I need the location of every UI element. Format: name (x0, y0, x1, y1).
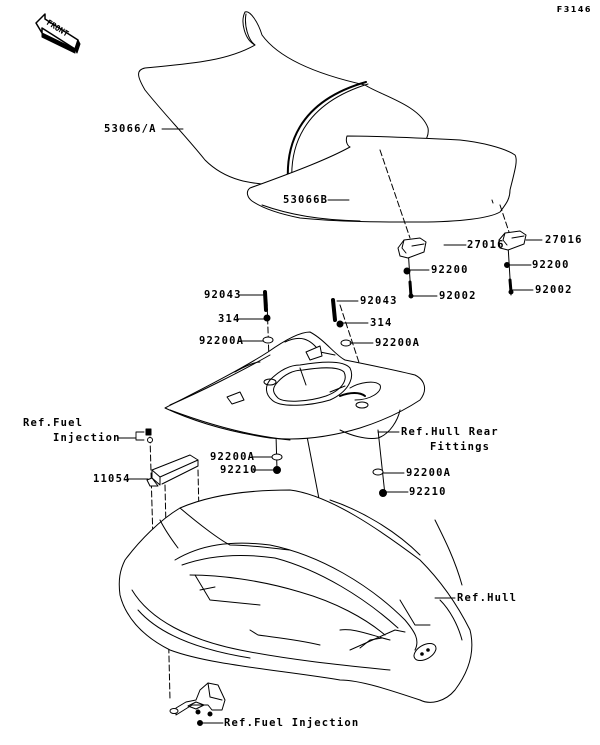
seat-stopper-left (398, 238, 426, 258)
callout-92043-right[interactable]: 92043 (360, 295, 398, 307)
callout-ref-fuel-injection-top-line2[interactable]: Injection (53, 432, 121, 444)
callout-92210-right[interactable]: 92210 (409, 486, 447, 498)
callout-11054[interactable]: 11054 (93, 473, 131, 485)
callout-53066-a[interactable]: 53066/A (104, 123, 157, 135)
callout-314-right[interactable]: 314 (370, 317, 393, 329)
callout-92200a-lower-left[interactable]: 92200A (210, 451, 256, 463)
callout-ref-fuel-injection-top-line1[interactable]: Ref.Fuel (23, 417, 84, 429)
callout-ref-hull-rear-fittings-line1[interactable]: Ref.Hull Rear (401, 426, 499, 438)
callout-92210-left[interactable]: 92210 (220, 464, 258, 476)
callout-92200-right[interactable]: 92200 (532, 259, 570, 271)
seat-stopper-right (499, 231, 526, 250)
seat-bracket-frame (165, 332, 425, 440)
callout-27016-right[interactable]: 27016 (545, 234, 583, 246)
callout-53066b[interactable]: 53066B (283, 194, 329, 206)
callout-92200a-upper-left[interactable]: 92200A (199, 335, 245, 347)
figure-id: F3146 (556, 5, 592, 14)
callout-ref-hull-rear-fittings-line2[interactable]: Fittings (430, 441, 491, 453)
callout-92200a-upper-right[interactable]: 92200A (375, 337, 421, 349)
callout-ref-fuel-injection-bottom[interactable]: Ref.Fuel Injection (224, 717, 360, 729)
fasteners (146, 263, 513, 497)
callout-92002-left[interactable]: 92002 (439, 290, 477, 302)
leader-lines (118, 129, 542, 723)
callout-92200a-lower-right[interactable]: 92200A (406, 467, 452, 479)
callout-92200-left[interactable]: 92200 (431, 264, 469, 276)
callout-314-left[interactable]: 314 (218, 313, 241, 325)
rear-seat (247, 136, 516, 222)
callout-92043-left[interactable]: 92043 (204, 289, 242, 301)
fuel-injection-bracket (170, 683, 225, 726)
callout-ref-hull[interactable]: Ref.Hull (457, 592, 518, 604)
callout-27016-left[interactable]: 27016 (467, 239, 505, 251)
front-arrow-icon: FRONT (36, 14, 80, 53)
hull (119, 490, 472, 702)
callout-92002-right[interactable]: 92002 (535, 284, 573, 296)
bracket-11054 (147, 455, 198, 486)
